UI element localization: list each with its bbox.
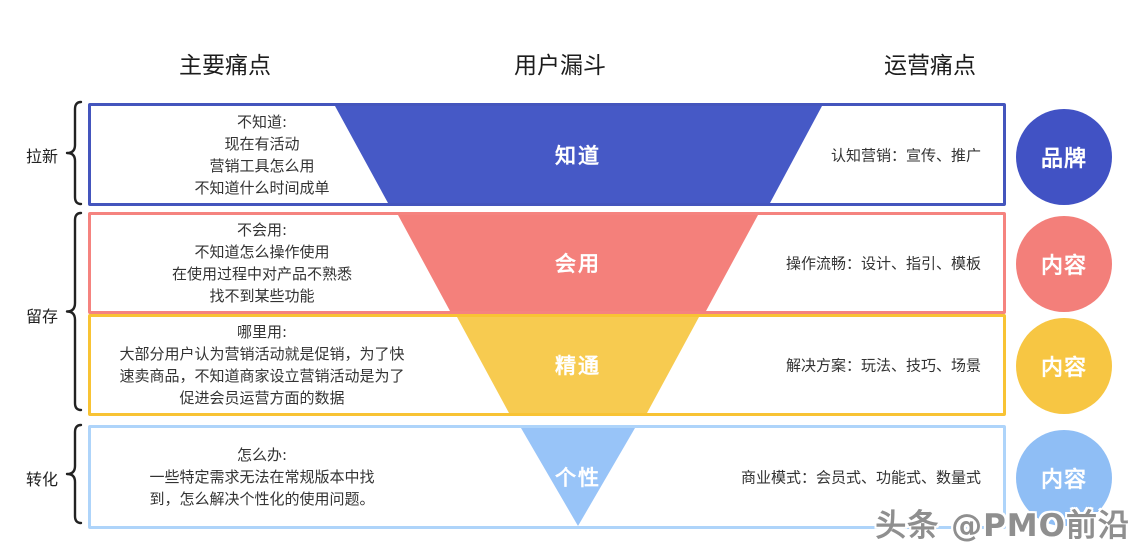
ops-text: 商业模式：会员式、功能式、数量式 bbox=[740, 468, 981, 487]
row-box: 不知道: 现在有活动 营销工具怎么用 不知道什么时间成单 知道 认知营销：宣传、… bbox=[88, 103, 1006, 206]
ops-text: 操作流畅：设计、指引、模板 bbox=[785, 254, 981, 273]
funnel-row-proficient: 哪里用: 大部分用户认为营销活动就是促销，为了快 速卖商品，不知道商家设立营销活… bbox=[88, 314, 1112, 416]
funnel-stage-label: 个性 bbox=[555, 466, 601, 490]
header-main-pain: 主要痛点 bbox=[179, 53, 271, 79]
funnel-row-can-use: 不会用: 不知道怎么操作使用 在使用过程中对产品不熟悉 找不到某些功能 会用 操… bbox=[88, 212, 1112, 314]
stage-label-retention: 留存 bbox=[26, 307, 59, 326]
badge-brand: 品牌 bbox=[1016, 109, 1112, 205]
pain-text: 哪里用: 大部分用户认为营销活动就是促销，为了快 速卖商品，不知道商家设立营销活… bbox=[119, 323, 405, 407]
brace-conversion bbox=[65, 423, 83, 525]
funnel-segment-know bbox=[335, 106, 822, 203]
header-user-funnel: 用户漏斗 bbox=[514, 53, 606, 79]
ops-text: 认知营销：宣传、推广 bbox=[830, 146, 981, 164]
funnel-stage-label: 会用 bbox=[555, 252, 601, 276]
funnel-row-know: 不知道: 现在有活动 营销工具怎么用 不知道什么时间成单 知道 认知营销：宣传、… bbox=[88, 103, 1112, 206]
brace-retention bbox=[65, 211, 83, 412]
row-box: 不会用: 不知道怎么操作使用 在使用过程中对产品不熟悉 找不到某些功能 会用 操… bbox=[88, 212, 1006, 314]
funnel-segment-can-use bbox=[398, 215, 758, 311]
funnel-stage-label: 知道 bbox=[555, 143, 601, 168]
row-box: 哪里用: 大部分用户认为营销活动就是促销，为了快 速卖商品，不知道商家设立营销活… bbox=[88, 314, 1006, 416]
badge-content: 内容 bbox=[1016, 318, 1112, 414]
ops-text: 解决方案：玩法、技巧、场景 bbox=[785, 356, 981, 375]
pain-text: 不知道: 现在有活动 营销工具怎么用 不知道什么时间成单 bbox=[194, 112, 330, 197]
watermark-toutiao-pmo: 头条 @PMO前沿 bbox=[875, 508, 1130, 544]
funnel-row-personal: 怎么办: 一些特定需求无法在常规版本中找 到，怎么解决个性化的使用问题。 个性 … bbox=[88, 425, 1112, 529]
header-ops-pain: 运营痛点 bbox=[884, 53, 976, 79]
badge-content: 内容 bbox=[1016, 430, 1112, 526]
stage-label-conversion: 转化 bbox=[26, 470, 59, 489]
pain-text: 怎么办: 一些特定需求无法在常规版本中找 到，怎么解决个性化的使用问题。 bbox=[149, 446, 375, 508]
stage-label-acquisition: 拉新 bbox=[26, 147, 59, 166]
brace-acquisition bbox=[65, 100, 83, 206]
row-box: 怎么办: 一些特定需求无法在常规版本中找 到，怎么解决个性化的使用问题。 个性 … bbox=[88, 425, 1006, 529]
badge-content: 内容 bbox=[1016, 216, 1112, 312]
pain-text: 不会用: 不知道怎么操作使用 在使用过程中对产品不熟悉 找不到某些功能 bbox=[171, 221, 352, 305]
funnel-stage-label: 精通 bbox=[555, 354, 601, 378]
